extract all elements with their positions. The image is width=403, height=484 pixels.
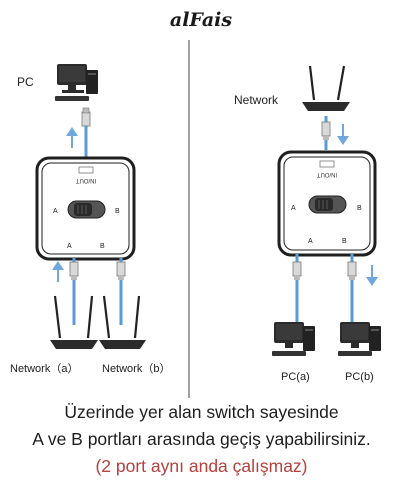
left-switch-port-a: A bbox=[53, 208, 58, 215]
arrow-up-icon bbox=[52, 261, 64, 282]
router-icon bbox=[50, 295, 98, 349]
arrow-down-icon bbox=[337, 124, 349, 145]
caption-line-1: Üzerinde yer alan switch sayesinde bbox=[64, 402, 339, 422]
pc-icon bbox=[338, 322, 381, 356]
right-bottom-cables bbox=[292, 254, 357, 322]
arrow-up-icon bbox=[66, 127, 78, 148]
left-top-device-label: PC bbox=[17, 75, 34, 89]
pc-icon bbox=[55, 64, 98, 101]
brand-logo: alFais bbox=[170, 9, 233, 31]
left-top-cable bbox=[81, 107, 91, 160]
left-bottom-label-a: Network（a） bbox=[10, 362, 78, 375]
pc-icon bbox=[272, 322, 315, 356]
switch-diagram: alFais PC IN/OUT A B A B bbox=[10, 9, 381, 398]
router-icon bbox=[99, 295, 146, 349]
left-bottom-label-b: Network（b） bbox=[102, 362, 170, 375]
right-top-device-label: Network bbox=[234, 93, 279, 107]
left-switch-bottom-b: B bbox=[100, 243, 105, 250]
right-switch-port-b: B bbox=[357, 205, 362, 212]
right-bottom-label-a: PC(a) bbox=[281, 371, 310, 383]
left-bottom-cables bbox=[69, 258, 126, 325]
arrow-down-icon bbox=[366, 265, 378, 286]
right-slide-toggle-icon bbox=[308, 195, 347, 214]
router-icon bbox=[302, 65, 350, 111]
right-switch-bottom-b: B bbox=[342, 238, 347, 245]
right-switch-bottom-a: A bbox=[308, 238, 313, 245]
caption-line-2: A ve B portları arasında geçiş yapabilir… bbox=[32, 429, 371, 449]
right-top-cable bbox=[321, 116, 331, 150]
left-slide-toggle-icon bbox=[67, 200, 106, 219]
left-switch-port-b: B bbox=[115, 208, 120, 215]
left-switch-in-out-label: IN/OUT bbox=[76, 177, 97, 183]
right-switch-in-out-label: IN/OUT bbox=[317, 171, 338, 177]
right-bottom-label-b: PC(b) bbox=[345, 371, 374, 383]
right-switch-port-a: A bbox=[291, 205, 296, 212]
caption-line-3: (2 port aynı anda çalışmaz) bbox=[95, 456, 308, 476]
left-switch-bottom-a: A bbox=[67, 243, 72, 250]
